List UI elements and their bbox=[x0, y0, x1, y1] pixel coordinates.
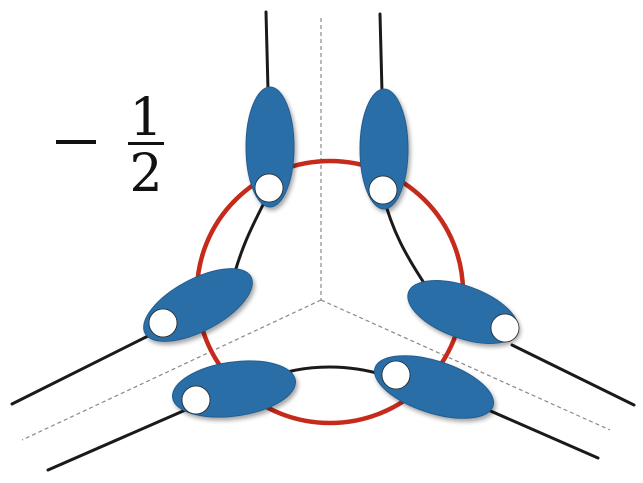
fraction-numerator: 1 bbox=[129, 88, 163, 148]
guide-left bbox=[21, 299, 322, 441]
leg-right-upper bbox=[510, 343, 636, 407]
guide-lines bbox=[21, 18, 611, 441]
guide-right bbox=[320, 299, 611, 431]
dot-right bbox=[490, 313, 520, 343]
minus-sign bbox=[56, 140, 96, 144]
dots bbox=[148, 173, 520, 415]
dot-top-left bbox=[254, 173, 284, 203]
legs bbox=[10, 10, 636, 472]
dot-bottom-right bbox=[381, 360, 411, 390]
leg-top-left bbox=[264, 10, 270, 92]
leg-left-lower bbox=[46, 406, 192, 472]
inner-line-right bbox=[381, 193, 432, 294]
blob-bottom-right bbox=[373, 355, 495, 419]
leg-top-right bbox=[378, 12, 384, 94]
dot-top-right bbox=[368, 175, 398, 205]
blobs bbox=[143, 86, 519, 419]
leg-right-lower bbox=[468, 400, 600, 460]
blob-top-left bbox=[245, 86, 295, 208]
prefactor-formula: 1 2 bbox=[52, 92, 182, 202]
dot-left bbox=[148, 308, 178, 338]
fraction-denominator: 2 bbox=[129, 144, 163, 204]
fraction-bar bbox=[128, 142, 164, 145]
dot-bottom-left bbox=[181, 385, 211, 415]
leg-left-upper bbox=[10, 333, 152, 406]
blob-top-right bbox=[359, 88, 409, 210]
